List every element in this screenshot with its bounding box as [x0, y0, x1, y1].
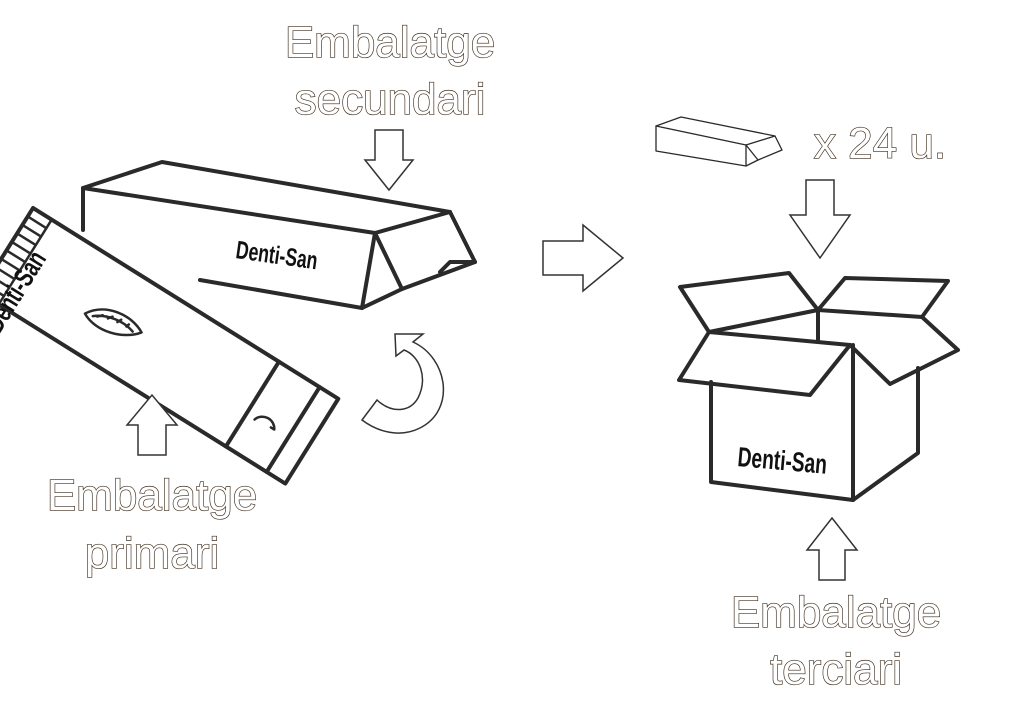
- quantity-label: x 24 u.: [814, 119, 946, 168]
- carton-brand-label: Denti-San: [736, 442, 828, 481]
- box-brand-label: Denti-San: [234, 235, 319, 275]
- primary-label-line2: primari: [85, 529, 219, 578]
- secondary-box: Denti-San: [81, 160, 477, 310]
- arrow-up-tertiary-icon: [805, 516, 859, 581]
- arrow-down-secondary-icon: [363, 129, 415, 192]
- arrow-up-primary-icon: [125, 393, 179, 456]
- small-box-icon: [655, 116, 783, 167]
- tertiary-label-line1: Embalatge: [731, 588, 941, 637]
- arrow-down-tertiary-icon: [788, 179, 852, 260]
- tertiary-label-line2: terciari: [770, 645, 902, 694]
- secondary-label-line1: Embalatge: [285, 18, 495, 67]
- primary-label-line1: Embalatge: [47, 471, 257, 520]
- toothpaste-tube: Denti-San: [0, 205, 341, 486]
- lips-logo: [83, 308, 143, 337]
- tertiary-carton: Denti-San: [677, 271, 960, 502]
- secondary-label-line2: secundari: [295, 75, 486, 124]
- arrow-right-icon: [542, 223, 625, 293]
- rotate-arrow-icon: [360, 333, 445, 434]
